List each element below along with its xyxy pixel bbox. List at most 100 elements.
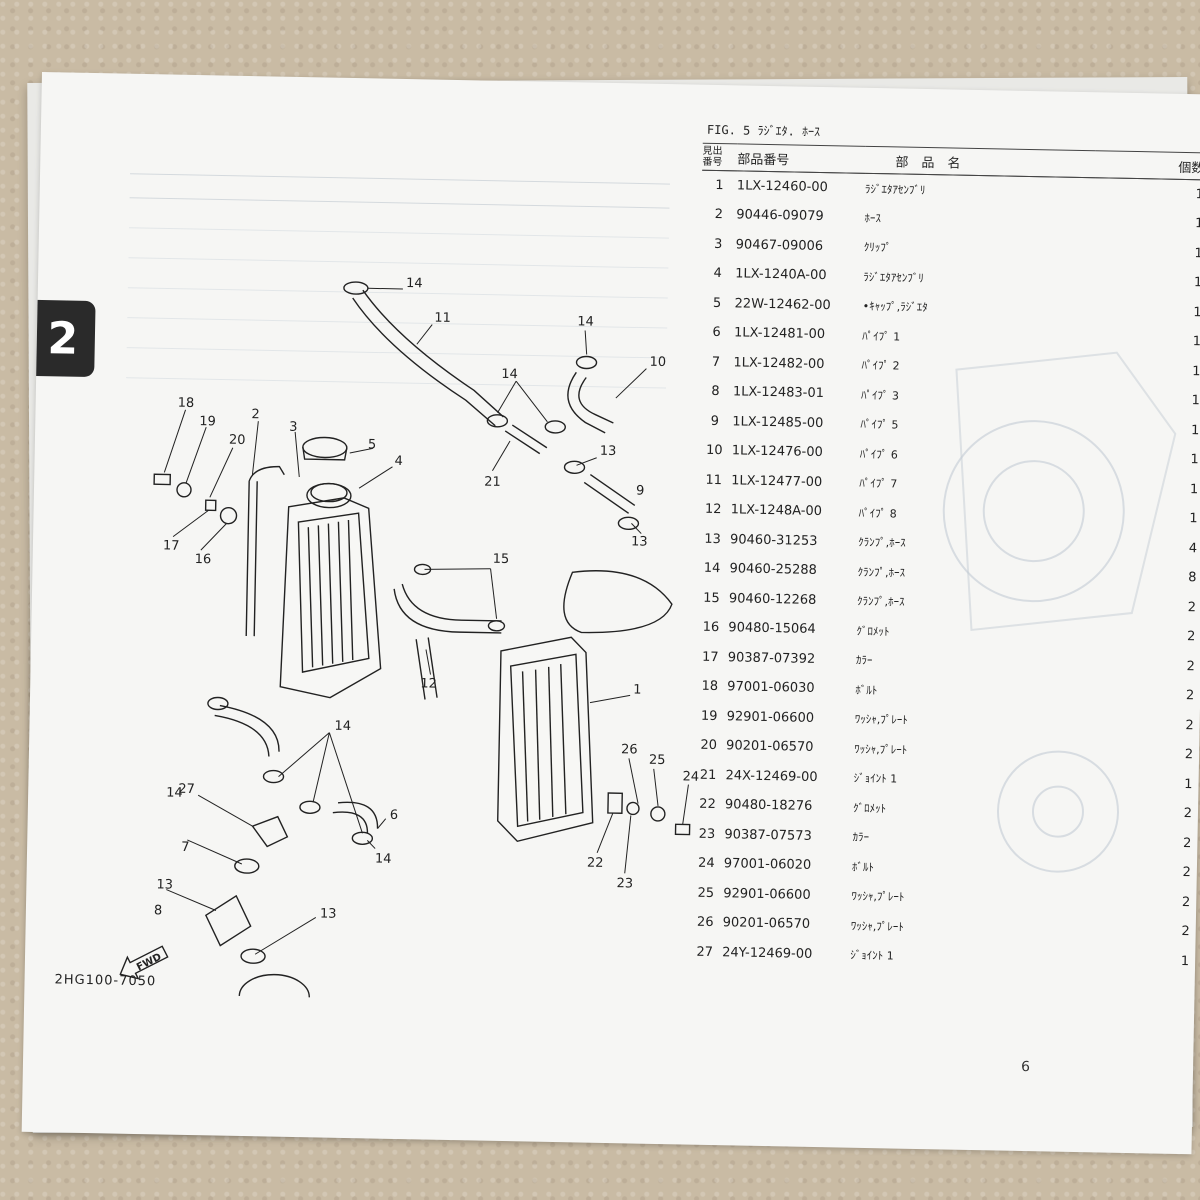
- part-quantity: 2: [1181, 894, 1191, 910]
- callout-10: 10: [649, 355, 666, 370]
- bolt-18: [153, 473, 172, 486]
- part-name: ｸﾞﾛﾒｯﾄ: [852, 801, 887, 816]
- part-name: ﾗｼﾞｴﾀｱｾﾝﾌﾞﾘ: [864, 182, 926, 197]
- part-number: 92901-06600: [723, 885, 811, 903]
- callout-1: 1: [633, 682, 642, 697]
- part-name: ｶﾗｰ: [852, 830, 870, 845]
- part-name: ﾊﾟｲﾌﾟ 7: [859, 477, 898, 491]
- part-index: 10: [705, 443, 723, 459]
- part-number: 1LX-1248A-00: [730, 502, 823, 520]
- part-number: 1LX-12476-00: [731, 443, 823, 461]
- part-index: 1: [715, 177, 724, 194]
- part-number: 90480-15064: [728, 620, 816, 638]
- callout-13: 13: [320, 906, 337, 921]
- callout-13: 13: [600, 444, 617, 459]
- part-name: ﾊﾟｲﾌﾟ 8: [858, 506, 897, 521]
- callout-3: 3: [289, 420, 298, 435]
- part-name: ｼﾞｮｲﾝﾄ 1: [850, 948, 894, 963]
- part-quantity: 1: [1194, 216, 1200, 232]
- washer-19: [176, 482, 192, 498]
- callout-13: 13: [156, 877, 173, 892]
- part-index: 25: [697, 885, 715, 901]
- bleed-through-lines: [126, 173, 670, 389]
- part-index: 6: [712, 325, 721, 341]
- callout-21: 21: [484, 475, 501, 490]
- header-index-line1: 見出: [702, 145, 723, 158]
- pipe-10: [567, 371, 614, 434]
- callout-9: 9: [636, 483, 645, 498]
- part-quantity: 2: [1182, 835, 1192, 851]
- part-quantity: 1: [1193, 275, 1200, 291]
- part-quantity: 1: [1193, 304, 1200, 321]
- collar-17: [204, 499, 217, 512]
- part-number: 1LX-12483-01: [732, 384, 825, 402]
- part-quantity: 2: [1183, 806, 1193, 822]
- part-quantity: 8: [1188, 570, 1197, 586]
- callout-19: 19: [199, 414, 216, 429]
- part-index: 7: [711, 354, 721, 370]
- part-index: 16: [702, 620, 720, 636]
- part-index: 22: [699, 797, 716, 813]
- callout-26: 26: [621, 742, 638, 757]
- part-index: 18: [701, 679, 719, 695]
- part-index: 12: [704, 502, 722, 518]
- part-name: ｸﾘｯﾌﾟ: [863, 241, 892, 255]
- joint-27: [251, 815, 289, 848]
- part-number: 22W-12462-00: [734, 296, 831, 313]
- callout-4: 4: [394, 454, 403, 469]
- bolt-24: [674, 823, 691, 836]
- callout-6: 6: [390, 808, 399, 823]
- part-index: 13: [704, 531, 722, 547]
- part-number: 1LX-12477-00: [731, 473, 823, 490]
- callout-8: 8: [154, 903, 163, 918]
- part-name: ｼﾞｮｲﾝﾄ 1: [853, 771, 898, 786]
- part-number: 24Y-12469-00: [722, 944, 813, 962]
- header-index-line2: 番号: [702, 156, 723, 169]
- part-number: 92901-06600: [726, 709, 815, 726]
- callout-12: 12: [420, 676, 437, 691]
- part-index: 17: [701, 649, 719, 665]
- part-index: 11: [705, 472, 723, 488]
- part-index: 8: [711, 384, 720, 400]
- pipe-12: [393, 583, 502, 700]
- callout-15: 15: [493, 552, 510, 567]
- part-number: 1LX-12482-00: [733, 355, 825, 372]
- part-number: 90387-07573: [724, 826, 812, 844]
- part-number: 24X-12469-00: [725, 768, 818, 785]
- header-part-number: 部品番号: [737, 143, 866, 174]
- part-quantity: 2: [1186, 658, 1195, 674]
- pipe-7: [214, 704, 280, 757]
- part-index: 26: [696, 914, 714, 931]
- part-number: 90480-18276: [724, 797, 813, 815]
- part-index: 19: [700, 708, 718, 724]
- pipe-9: [583, 474, 636, 514]
- part-name: ﾎﾞﾙﾄ: [855, 683, 878, 697]
- part-number: 90446-09079: [736, 207, 824, 225]
- callout-25: 25: [649, 753, 666, 768]
- part-quantity: 1: [1192, 363, 1200, 380]
- callout-18: 18: [178, 396, 195, 411]
- bleed-through-art: [942, 351, 1177, 873]
- part-name: ﾗｼﾞｴﾀｱｾﾝﾌﾞﾘ: [863, 270, 924, 285]
- part-quantity: 1: [1194, 245, 1200, 262]
- callout-23: 23: [616, 876, 633, 891]
- part-index: 27: [696, 944, 714, 960]
- part-name: ﾊﾟｲﾌﾟ 6: [859, 447, 898, 462]
- diagram-code: 2HG100-7050: [54, 972, 157, 990]
- callout-14: 14: [406, 276, 423, 291]
- part-name: ｸﾗﾝﾌﾟ,ﾎｰｽ: [858, 536, 906, 550]
- exploded-parts-diagram: 14 11 14 10 14 13 9 13 21 5 4 15 12 1 18…: [119, 276, 699, 1006]
- part-number: 90201-06570: [722, 915, 811, 933]
- part-index: 14: [703, 561, 721, 577]
- callout-13: 13: [631, 534, 648, 549]
- radiator-cap: [302, 436, 348, 461]
- figure-title: FIG. 5 ﾗｼﾞｴﾀ. ﾎｰｽ: [706, 122, 821, 139]
- bleed-through: [110, 134, 681, 705]
- part-index: 4: [713, 266, 722, 282]
- part-number: 90201-06570: [725, 738, 814, 756]
- callout-labels: 14 11 14 10 14 13 9 13 21 5 4 15 12 1 18…: [154, 276, 699, 922]
- part-number: 90387-07392: [727, 650, 816, 667]
- part-index: 9: [710, 413, 720, 429]
- collar-23: [626, 801, 640, 816]
